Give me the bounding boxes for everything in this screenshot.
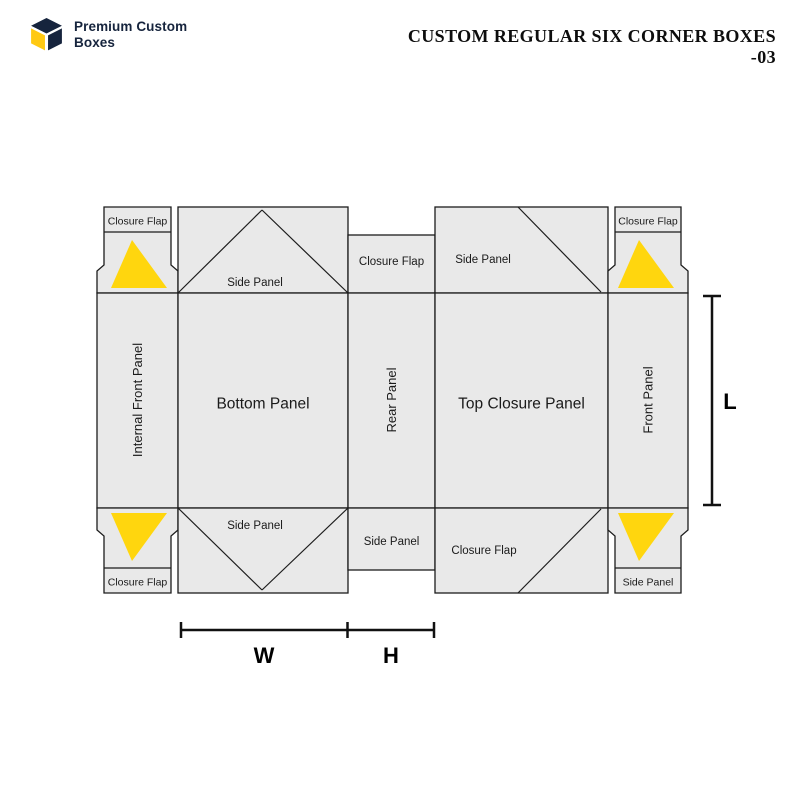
- fold-line: [177, 209, 263, 294]
- brand-logo: Premium Custom Boxes: [28, 16, 187, 53]
- yellow-flap-bottom-left: [111, 513, 167, 561]
- label-height: H: [383, 643, 399, 668]
- label-front-panel: Front Panel: [641, 366, 656, 433]
- label-bottom-left-closure-flap: Closure Flap: [108, 577, 168, 589]
- panel-labels: Closure Flap Side Panel Closure Flap Sid…: [108, 216, 678, 589]
- top-side-panel-right-shape: [434, 206, 609, 294]
- title-line1: CUSTOM REGULAR SIX CORNER BOXES: [407, 26, 776, 46]
- label-top-side-panel-left: Side Panel: [227, 277, 283, 289]
- fold-line: [261, 209, 349, 294]
- label-bottom-closure-flap-right: Closure Flap: [451, 545, 516, 557]
- label-top-right-closure-flap: Closure Flap: [618, 216, 678, 228]
- yellow-glue-flaps: [111, 240, 674, 561]
- dimension-markers: L W H: [179, 294, 737, 668]
- label-internal-front-panel: Internal Front Panel: [130, 343, 145, 457]
- fold-line: [261, 507, 349, 591]
- label-rear-panel: Rear Panel: [384, 367, 399, 432]
- label-top-left-closure-flap: Closure Flap: [108, 216, 168, 228]
- label-top-side-panel-right: Side Panel: [455, 254, 511, 266]
- label-length: L: [723, 389, 736, 414]
- logo-box-right-face: [48, 28, 62, 51]
- front-panel-shape: [607, 292, 689, 509]
- label-bottom-panel: Bottom Panel: [216, 396, 309, 413]
- brand-name-line2: Boxes: [74, 34, 116, 50]
- label-top-closure-flap-center: Closure Flap: [359, 256, 424, 268]
- title-line2: -03: [750, 47, 776, 68]
- label-top-closure-panel: Top Closure Panel: [458, 396, 585, 413]
- yellow-flap-bottom-right: [618, 513, 674, 561]
- internal-front-panel-shape: [96, 292, 179, 509]
- bottom-panel-shape: [177, 292, 349, 509]
- yellow-flap-top-left: [111, 240, 167, 288]
- label-bottom-side-panel-center: Side Panel: [364, 536, 420, 548]
- label-bottom-right-side-panel: Side Panel: [623, 577, 674, 589]
- brand-name: Premium Custom Boxes: [74, 19, 187, 49]
- rear-panel-shape: [347, 292, 436, 509]
- fold-line: [177, 507, 263, 591]
- label-bottom-side-panel-left: Side Panel: [227, 520, 283, 532]
- page-title: CUSTOM REGULAR SIX CORNER BOXES -03: [408, 26, 776, 68]
- fold-line: [517, 508, 602, 594]
- bottom-side-panel-center-shape: [347, 507, 436, 571]
- box-logo-icon: [31, 18, 62, 51]
- bottom-closure-flap-right-shape: [434, 507, 609, 594]
- panel-shapes: [96, 206, 689, 594]
- yellow-flap-top-right: [618, 240, 674, 288]
- fold-line: [517, 206, 602, 293]
- label-width: W: [254, 643, 275, 668]
- logo-box-left-face: [31, 28, 45, 51]
- fold-lines: [104, 206, 681, 594]
- brand-name-line1: Premium Custom: [74, 19, 188, 35]
- bottom-side-panel-left-shape: [177, 507, 349, 594]
